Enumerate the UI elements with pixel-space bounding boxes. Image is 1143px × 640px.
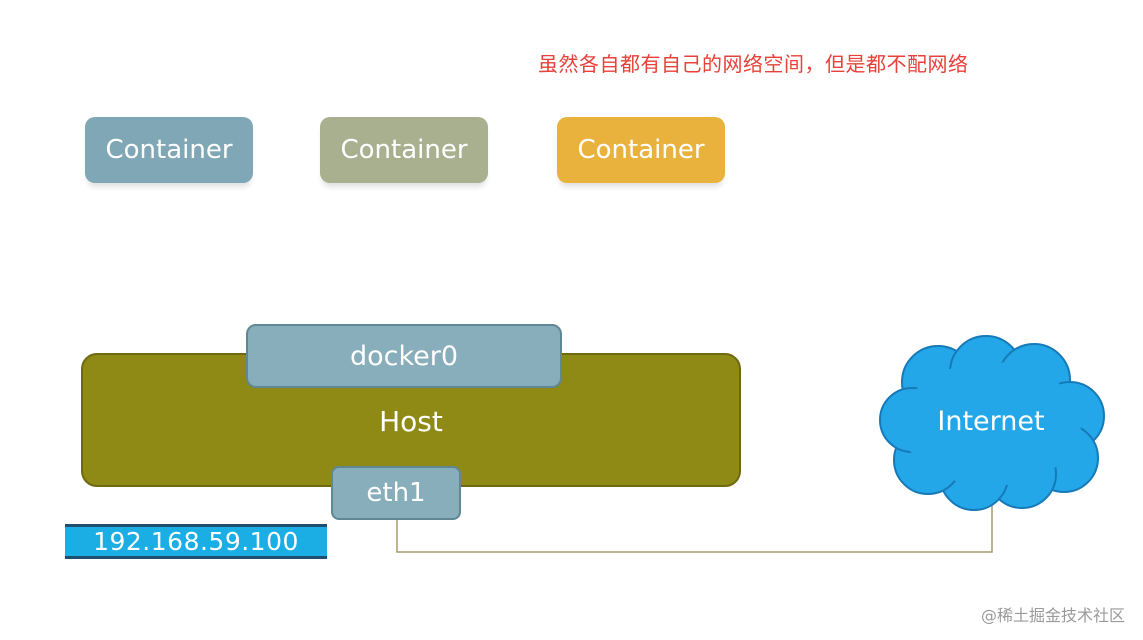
annotation-note: 虽然各自都有自己的网络空间，但是都不配网络 xyxy=(538,52,969,76)
container-box-3: Container xyxy=(557,117,725,183)
container-box-1: Container xyxy=(85,117,253,183)
host-label: Host xyxy=(379,405,443,438)
docker0-bridge: docker0 xyxy=(246,324,562,388)
eth1-interface: eth1 xyxy=(331,466,461,520)
watermark-text: @稀土掘金技术社区 xyxy=(980,606,1125,625)
ip-address-label: 192.168.59.100 xyxy=(65,524,327,559)
container-box-2: Container xyxy=(320,117,488,183)
internet-label: Internet xyxy=(937,406,1045,437)
internet-cloud-icon xyxy=(879,335,1105,511)
